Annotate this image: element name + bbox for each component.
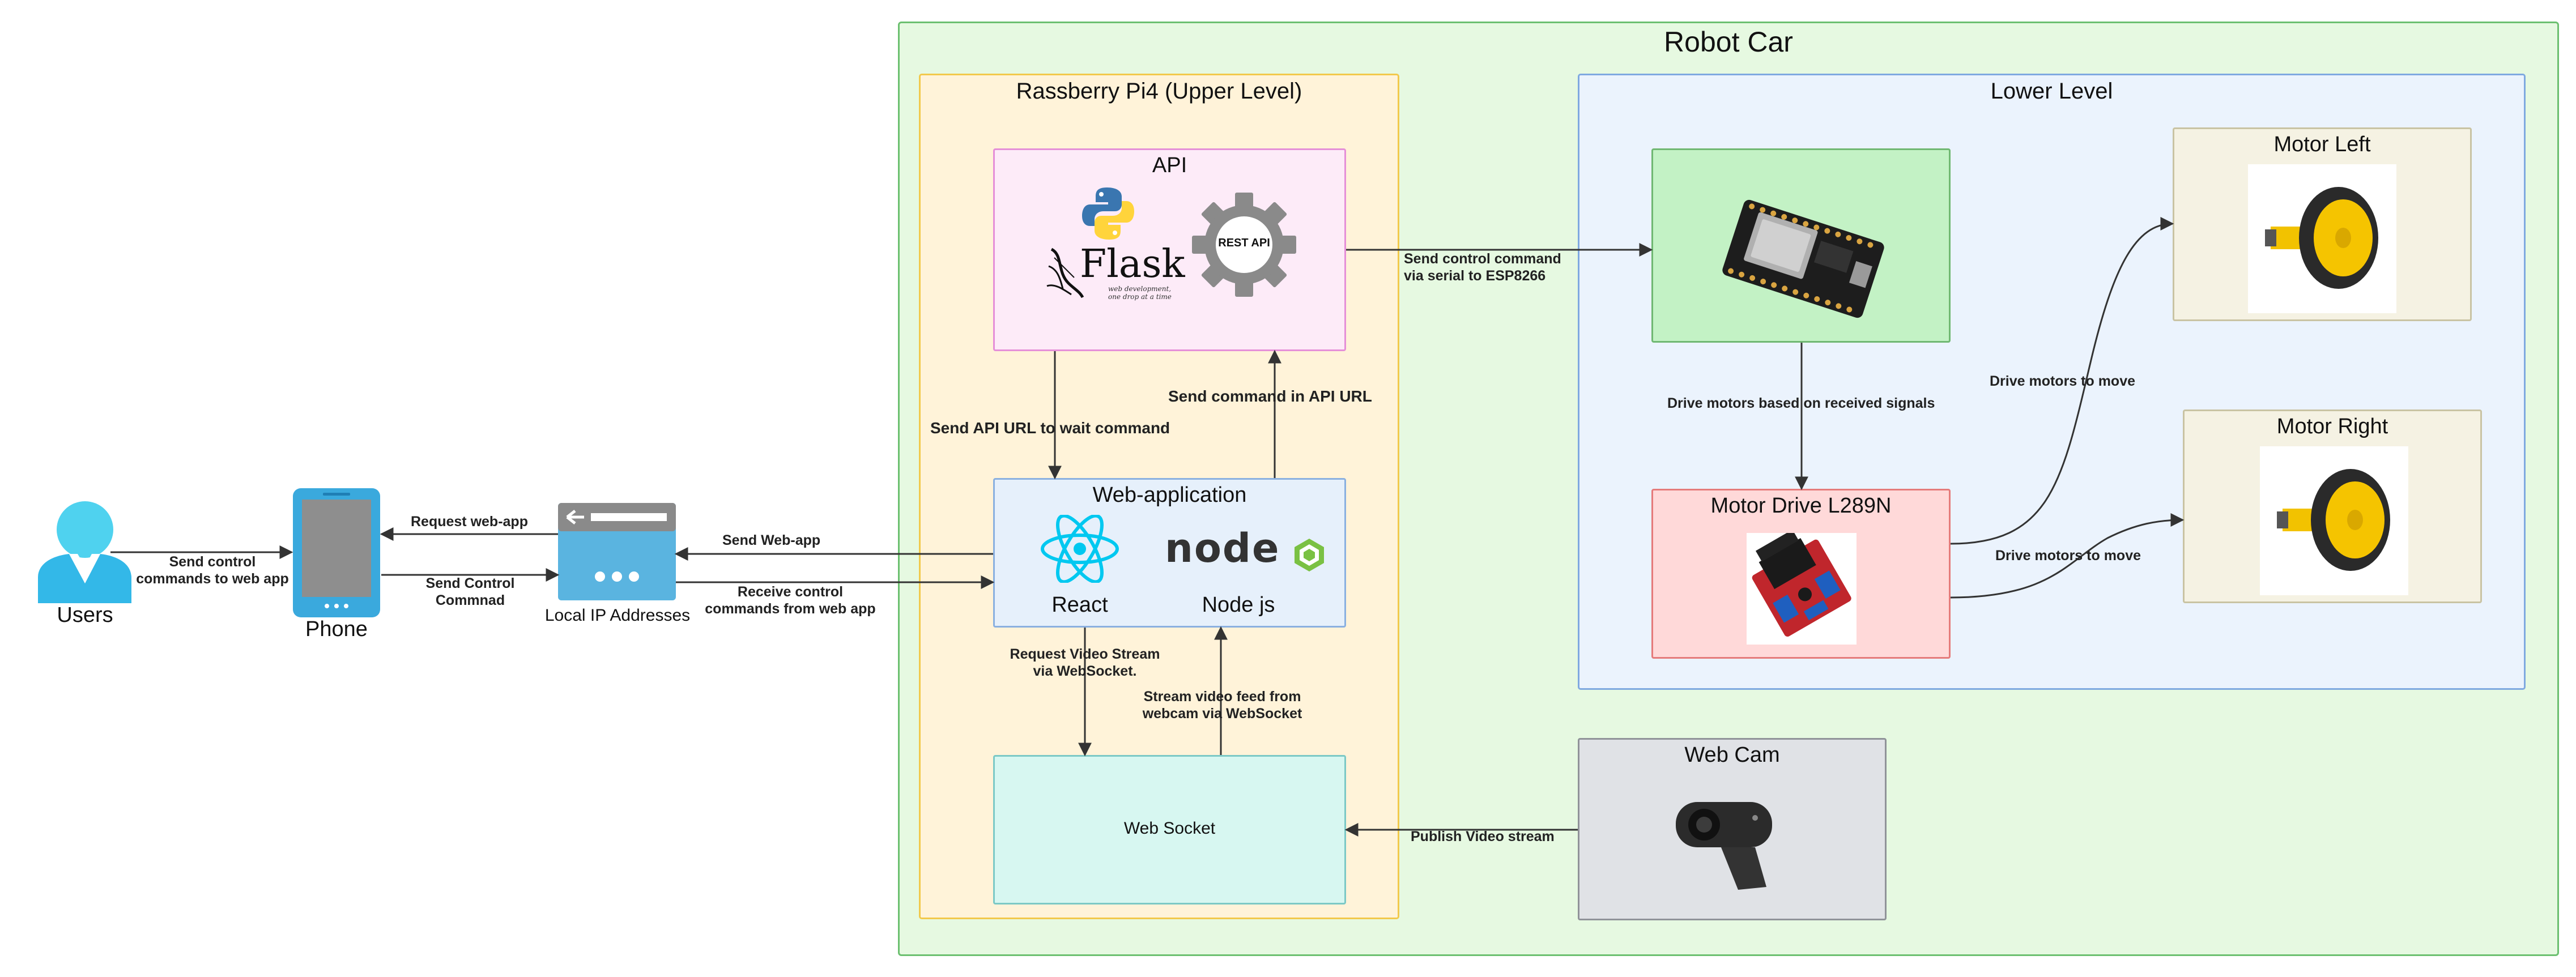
edge-label-send-api-url: Send API URL to wait command xyxy=(930,419,1170,437)
flask-logo-icon xyxy=(1046,248,1084,298)
python-logo-icon xyxy=(1082,187,1134,240)
rest-api-label: REST API xyxy=(1218,237,1270,249)
raspberry-pi-title: Rassberry Pi4 (Upper Level) xyxy=(1016,79,1302,104)
motor-right-image-frame xyxy=(2260,446,2408,595)
motor-right-title: Motor Right xyxy=(2276,415,2388,438)
motor-right-node: Motor Right xyxy=(2183,409,2482,603)
edge-label-stream-video: Stream video feed from webcam via WebSoc… xyxy=(1142,689,1302,722)
node-label: Node js xyxy=(1202,593,1275,617)
user-avatar-icon xyxy=(38,501,131,603)
esp8266-board-icon xyxy=(1722,199,1884,318)
web-socket-label: Web Socket xyxy=(1123,819,1216,838)
edge-label-drive-left: Drive motors to move xyxy=(1990,373,2136,389)
react-label: React xyxy=(1051,593,1108,617)
edge-label-send-command-api: Send command in API URL xyxy=(1168,387,1372,405)
web-socket-node: Web Socket xyxy=(993,755,1346,905)
local-ip-label: Local IP Addresses xyxy=(544,606,691,625)
motor-drive-title: Motor Drive L289N xyxy=(1710,494,1892,518)
robot-car-title: Robot Car xyxy=(1664,26,1793,58)
api-title: API xyxy=(1152,153,1187,177)
node-logo-text: node xyxy=(1165,525,1280,571)
edge-label-drive-motors-signals: Drive motors based on received signals xyxy=(1667,395,1935,411)
phone-label: Phone xyxy=(305,617,368,641)
esp8266-node xyxy=(1651,148,1951,343)
motor-wheel-left-icon xyxy=(2265,187,2378,289)
react-logo-icon xyxy=(1041,515,1119,583)
motor-left-title: Motor Left xyxy=(2273,133,2371,156)
motor-wheel-right-icon xyxy=(2277,469,2390,571)
webcam-icon xyxy=(1676,802,1772,890)
motor-left-image-frame xyxy=(2248,164,2396,313)
l298n-board-icon xyxy=(1752,530,1851,637)
edge-label-receive-control: Receive control commands from web app xyxy=(705,584,876,617)
web-application-title: Web-application xyxy=(1092,483,1247,507)
rest-api-gear-icon xyxy=(1192,193,1296,297)
edge-label-publish-video: Publish Video stream xyxy=(1411,829,1555,844)
flask-wordmark: Flask xyxy=(1080,242,1185,287)
edge-label-users-phone: Send control commands to web app xyxy=(136,554,289,587)
motor-drive-node: Motor Drive L289N xyxy=(1651,489,1951,659)
web-cam-title: Web Cam xyxy=(1684,743,1780,767)
edge-label-send-web-app: Send Web-app xyxy=(722,532,821,548)
users-label: Users xyxy=(57,603,113,627)
web-cam-node: Web Cam xyxy=(1578,738,1887,920)
lower-level-title: Lower Level xyxy=(1990,79,2113,104)
phone-icon xyxy=(293,488,380,617)
edge-label-drive-right: Drive motors to move xyxy=(1995,548,2141,564)
edge-label-request-video: Request Video Stream via WebSocket. xyxy=(1010,646,1160,679)
edge-label-send-control: Send Control Commnad xyxy=(425,575,515,608)
local-ip-browser-icon xyxy=(558,503,676,600)
flask-tagline: web development, one drop at a time xyxy=(1108,285,1172,301)
edge-label-request-web-app: Request web-app xyxy=(411,514,528,530)
edge-label-send-to-esp: Send control command via serial to ESP82… xyxy=(1404,251,1561,284)
node-hexagon-icon xyxy=(1295,539,1324,571)
motor-drive-image-frame xyxy=(1747,530,1857,645)
motor-left-node: Motor Left xyxy=(2173,127,2472,321)
api-node: API Flask web development, one drop at a… xyxy=(993,148,1346,351)
web-application-node: Web-application React node Node js xyxy=(993,478,1346,628)
